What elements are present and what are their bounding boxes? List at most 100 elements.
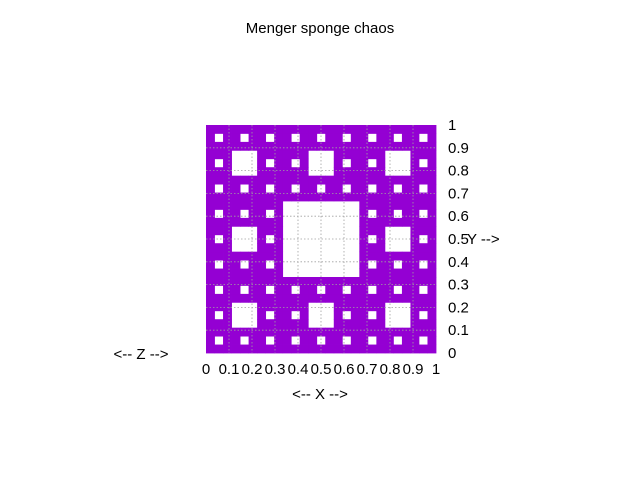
sponge-cell — [376, 184, 386, 193]
sponge-cell — [333, 277, 343, 286]
sponge-cell — [418, 192, 428, 202]
sponge-cell — [359, 285, 369, 295]
sponge-cell — [291, 125, 301, 134]
sponge-cell — [291, 319, 301, 329]
sponge-cell — [291, 167, 301, 177]
sponge-cell — [401, 327, 411, 337]
sponge-cell — [401, 260, 411, 269]
sponge-cell — [359, 344, 369, 354]
x-tick-label: 0.5 — [311, 361, 332, 378]
sponge-cell — [257, 319, 267, 329]
sponge-cell — [367, 302, 377, 312]
sponge-cell — [231, 217, 241, 227]
sponge-cell — [384, 251, 394, 261]
sponge-cell — [342, 293, 352, 303]
sponge-cell — [240, 125, 249, 134]
sponge-cell — [240, 293, 249, 303]
y-tick-label: 0.3 — [448, 277, 469, 294]
sponge-cell — [223, 226, 232, 236]
sponge-cell — [265, 327, 275, 337]
sponge-cell — [325, 133, 335, 143]
sponge-cell — [248, 268, 258, 278]
sponge-cell — [299, 184, 309, 193]
sponge-cell — [265, 226, 275, 236]
sponge-cell — [265, 150, 275, 160]
sponge-cell — [427, 201, 437, 210]
sponge-cell — [282, 167, 292, 177]
sponge-cell — [299, 293, 309, 303]
x-axis-label: <-- X --> — [292, 386, 348, 403]
sponge-cell — [274, 277, 284, 286]
sponge-cell — [274, 226, 284, 236]
sponge-cell — [231, 175, 241, 185]
sponge-cell — [257, 293, 267, 303]
sponge-cell — [359, 226, 369, 236]
y-tick-label: 1 — [448, 117, 456, 134]
sponge-cell — [367, 201, 377, 210]
sponge-cell — [410, 234, 420, 244]
sponge-cell — [231, 201, 241, 210]
sponge-cell — [384, 133, 394, 143]
sponge-cell — [401, 285, 411, 295]
sponge-cell — [359, 133, 369, 143]
sponge-cell — [299, 302, 309, 312]
sponge-cell — [427, 319, 437, 329]
sponge-cell — [291, 302, 301, 312]
x-tick-label: 0.6 — [334, 361, 355, 378]
x-tick-label: 0.2 — [242, 361, 263, 378]
sponge-cell — [274, 344, 284, 354]
sponge-cell — [393, 277, 403, 286]
sponge-cell — [248, 344, 258, 354]
sponge-cell — [367, 268, 377, 278]
sponge-cell — [427, 336, 437, 345]
sponge-cell — [316, 175, 326, 185]
sponge-cell — [418, 293, 428, 303]
sponge-cell — [257, 285, 267, 295]
sponge-cell — [333, 133, 343, 143]
sponge-cell — [299, 336, 309, 345]
sponge-cell — [410, 192, 420, 202]
sponge-cell — [265, 192, 275, 202]
sponge-cell — [248, 201, 258, 210]
sponge-cell — [376, 293, 386, 303]
sponge-cell — [376, 141, 386, 151]
sponge-cell — [401, 209, 411, 219]
sponge-cell — [257, 226, 267, 236]
sponge-cell — [393, 217, 403, 227]
sponge-cell — [282, 336, 292, 345]
sponge-cell — [350, 125, 360, 134]
sponge-cell — [206, 175, 215, 185]
sponge-cell — [342, 302, 352, 312]
x-tick-label: 0.1 — [219, 361, 240, 378]
sponge-cell — [376, 260, 386, 269]
sponge-cell — [384, 209, 394, 219]
y-tick-label: 0.4 — [448, 254, 469, 271]
sponge-cell — [325, 336, 335, 345]
sponge-cell — [308, 336, 318, 345]
sponge-cell — [410, 336, 420, 345]
sponge-cell — [418, 251, 428, 261]
sponge-cell — [359, 293, 369, 303]
sponge-cell — [333, 344, 343, 354]
sponge-cell — [308, 125, 318, 134]
sponge-cell — [231, 293, 241, 303]
sponge-cell — [282, 158, 292, 168]
sponge-cell — [376, 234, 386, 244]
sponge-cell — [223, 133, 232, 143]
sponge-cell — [257, 158, 267, 168]
sponge-cell — [206, 268, 215, 278]
sponge-cell — [333, 158, 343, 168]
sponge-cell — [359, 336, 369, 345]
sponge-cell — [350, 336, 360, 345]
sponge-cell — [410, 251, 420, 261]
sponge-cell — [257, 167, 267, 177]
sponge-cell — [427, 277, 437, 286]
sponge-cell — [325, 293, 335, 303]
sponge-cell — [410, 141, 420, 151]
sponge-cell — [401, 277, 411, 286]
sponge-cell — [367, 344, 377, 354]
sponge-cell — [274, 251, 284, 261]
sponge-cell — [223, 125, 232, 134]
sponge-cell — [350, 327, 360, 337]
